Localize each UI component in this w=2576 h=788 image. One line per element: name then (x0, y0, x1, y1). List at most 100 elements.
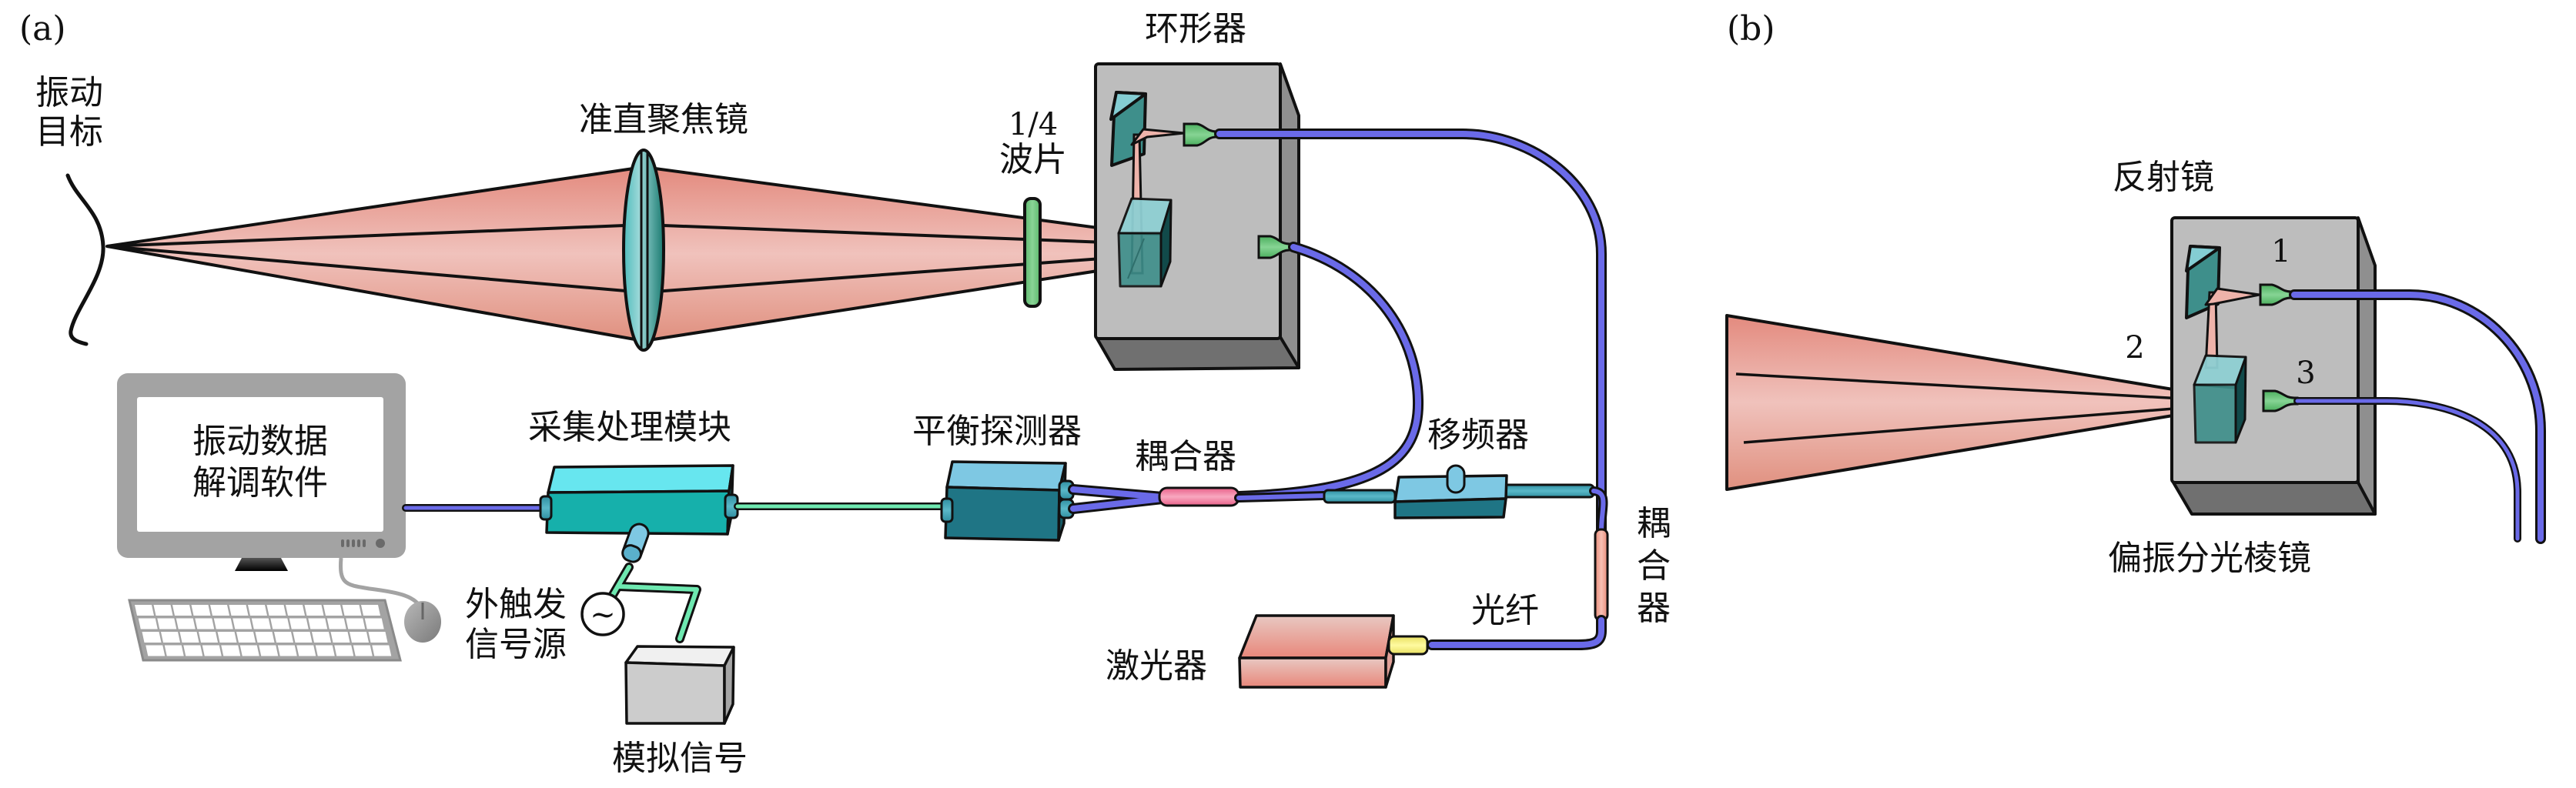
collimating-lens-label: 准直聚焦镜 (579, 100, 748, 139)
keyboard-key (138, 618, 158, 629)
analog-signal-label: 模拟信号 (612, 739, 748, 778)
computer: 振动数据 解调软件 (117, 373, 441, 662)
coupler-right-label-line1: 耦 (1637, 504, 1671, 543)
keyboard-key (179, 632, 199, 643)
keyboard-key (233, 618, 253, 629)
laser-label: 激光器 (1106, 646, 1207, 686)
monitor-stand (235, 558, 288, 571)
vibration-target-label-line2: 目标 (35, 112, 103, 152)
keyboard-key (353, 645, 373, 656)
port-3-label: 3 (2296, 356, 2315, 391)
keyboard-key (210, 605, 229, 616)
frequency-shifter: 移频器 (1323, 416, 1595, 519)
keyboard-key (239, 645, 259, 656)
keyboard-key (372, 645, 392, 656)
monitor-buttons (341, 539, 385, 548)
beam-b (1725, 314, 2253, 491)
keyboard-key (146, 645, 166, 656)
keyboard-key (361, 605, 380, 616)
keyboard-key (304, 605, 324, 616)
vibration-target-label-line1: 振动 (35, 73, 103, 112)
fiber-port-3 (2295, 399, 2520, 541)
circulator: 环形器 (1094, 9, 1300, 371)
coupler-left: 耦合器 (1135, 437, 1240, 507)
keyboard-key (342, 605, 362, 616)
keyboard-key (221, 645, 241, 656)
mirror-label: 反射镜 (2113, 158, 2214, 197)
port-1-label: 1 (2271, 234, 2290, 269)
keyboard-key (236, 632, 256, 643)
keyboard-key (330, 632, 350, 643)
quarter-wave-plate-label-line1: 1/4 (1009, 107, 1058, 142)
keyboard-key (202, 645, 222, 656)
keyboard-key (213, 618, 233, 629)
keyboard-key (259, 645, 279, 656)
signal-source-icon (580, 592, 625, 636)
keyboard-key (176, 618, 196, 629)
collimating-lens: 准直聚焦镜 (579, 100, 748, 352)
keyboard-key (161, 632, 180, 643)
trigger-source-label-line1: 外触发 (465, 585, 567, 624)
pbs-label: 偏振分光棱镜 (2108, 539, 2311, 578)
balanced-detector: 平衡探测器 (912, 412, 1082, 542)
keyboard-key (195, 618, 215, 629)
coupler-right-label-line2: 合 (1637, 546, 1671, 586)
keyboard-key (289, 618, 309, 629)
monitor-screen (137, 397, 383, 532)
acquisition-module-label: 采集处理模块 (528, 408, 731, 447)
keyboard-key (286, 605, 305, 616)
mouse-cable (338, 557, 424, 611)
keyboard-key (255, 632, 275, 643)
panel-a: (a) 振动 目标 准直聚焦镜 1/4 波片 (19, 9, 1671, 778)
frequency-shifter-label: 移频器 (1427, 416, 1529, 455)
keyboard-key (266, 605, 286, 616)
keyboard-key (251, 618, 271, 629)
keyboard-key (277, 645, 297, 656)
keyboard-key (368, 632, 388, 643)
vibration-target-surface (65, 173, 105, 346)
fiber-label: 光纤 (1471, 591, 1539, 630)
vibration-target: 振动 目标 (35, 73, 105, 346)
trigger-source: ~ 外触发 信号源 (465, 585, 625, 664)
panel-a-label: (a) (19, 9, 66, 48)
screen-text-line2: 解调软件 (192, 463, 328, 503)
mouse (404, 601, 441, 643)
keyboard-key (164, 645, 184, 656)
keyboard-key (293, 632, 313, 643)
quarter-wave-plate: 1/4 波片 (999, 107, 1067, 308)
keyboard (128, 599, 402, 662)
keyboard-key (274, 632, 293, 643)
keyboard-key (142, 632, 162, 643)
signal-source-symbol: ~ (590, 597, 616, 633)
screen-text-line1: 振动数据 (192, 422, 328, 461)
keyboard-key (199, 632, 218, 643)
coupler-right: 耦 合 器 (1594, 504, 1671, 628)
keyboard-key (172, 605, 192, 616)
keyboard-key (229, 605, 249, 616)
keyboard-key (157, 618, 177, 629)
trigger-connector (621, 523, 650, 563)
coupler-left-label: 耦合器 (1135, 437, 1236, 476)
keyboard-key (296, 645, 316, 656)
keyboard-key (270, 618, 290, 629)
panel-b: (b) 反射镜 1 2 3 (1725, 9, 2546, 578)
keyboard-key (312, 632, 331, 643)
acquisition-module: 采集处理模块 (528, 408, 739, 563)
analog-signal-box: 模拟信号 (612, 645, 748, 778)
keyboard-key (364, 618, 384, 629)
port-2-label: 2 (2125, 330, 2144, 366)
keyboard-key (191, 605, 211, 616)
keyboard-key (153, 605, 173, 616)
balanced-detector-label: 平衡探测器 (912, 412, 1082, 451)
keyboard-key (323, 605, 343, 616)
keyboard-key (135, 605, 154, 616)
trigger-source-label-line2: 信号源 (465, 625, 567, 664)
keyboard-key (248, 605, 267, 616)
keyboard-key (315, 645, 335, 656)
keyboard-key (183, 645, 203, 656)
coupler-right-label-line3: 器 (1637, 589, 1671, 628)
laser: 激光器 (1106, 614, 1429, 689)
keyboard-key (308, 618, 328, 629)
circulator-label: 环形器 (1145, 9, 1246, 48)
